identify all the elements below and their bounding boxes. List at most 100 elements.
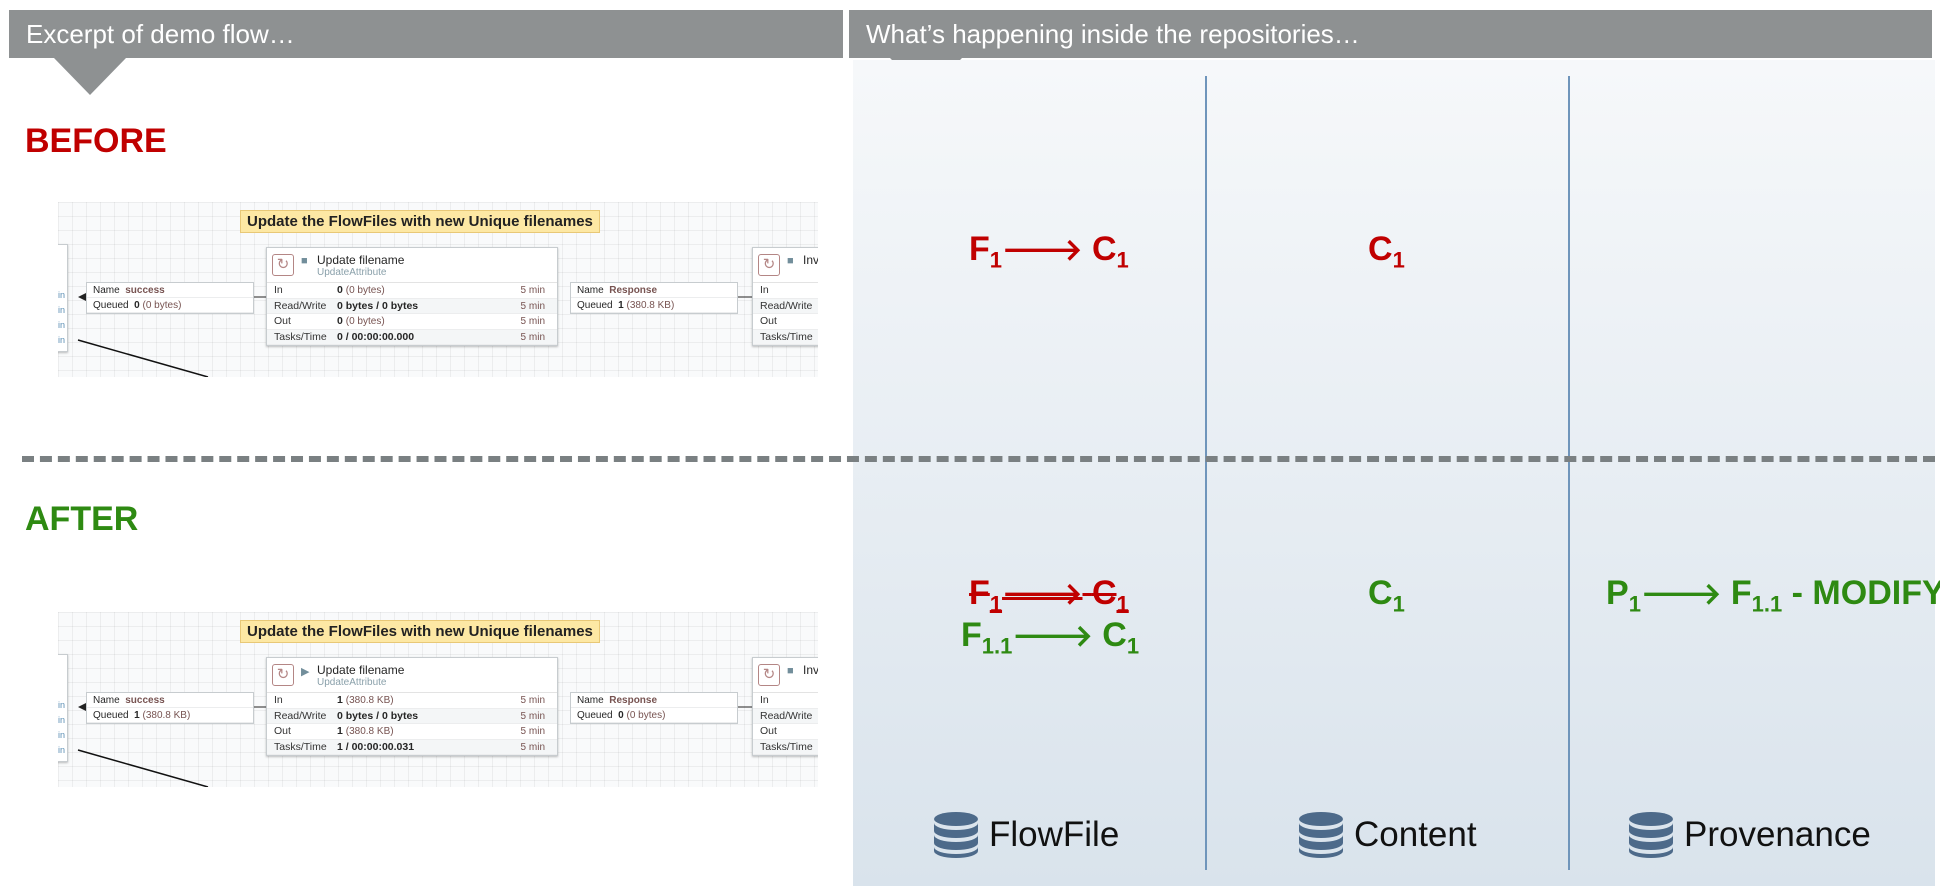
processor-icon: ↻ bbox=[272, 254, 294, 276]
connection-name-key: Name bbox=[93, 695, 120, 706]
stat-row: Out bbox=[753, 724, 818, 740]
in-label: in bbox=[58, 745, 66, 755]
left-header: Excerpt of demo flow… bbox=[9, 10, 843, 58]
before-after-divider bbox=[22, 456, 1935, 462]
connection-name-key: Name bbox=[577, 285, 604, 296]
response-connection[interactable]: Name Response Queued 1 (380.8 KB) bbox=[570, 282, 738, 314]
left-header-pointer bbox=[54, 58, 126, 95]
in-label: in bbox=[58, 320, 66, 330]
processor-type: UpdateAttribute bbox=[317, 677, 387, 688]
connection-name: success bbox=[125, 695, 165, 706]
after-title: AFTER bbox=[25, 500, 139, 538]
success-connection[interactable]: Name success Queued 0 (0 bytes) bbox=[86, 282, 254, 314]
stat-row: Tasks/Time bbox=[753, 739, 818, 755]
running-icon: ▶ bbox=[301, 666, 310, 678]
after-flow-canvas: Update the FlowFiles with new Unique fil… bbox=[58, 612, 818, 787]
connection-name-row: Name Response bbox=[571, 693, 737, 708]
processor-header: ↻ ▶ Update filename UpdateAttribute bbox=[267, 658, 557, 693]
stopped-icon: ■ bbox=[787, 665, 794, 677]
processor-icon: ↻ bbox=[758, 254, 780, 276]
stat-row: Read/Write bbox=[753, 708, 818, 724]
connection-queued-size: (0 bytes) bbox=[142, 300, 182, 311]
before-flowfile-record: F1🡒 C1 bbox=[969, 230, 1129, 273]
after-new-flowfile-record: F1.1🡒 C1 bbox=[961, 616, 1140, 659]
content-repository: Content bbox=[1298, 810, 1477, 860]
connection-queued-size: (380.8 KB) bbox=[626, 300, 675, 311]
in-label: in bbox=[58, 730, 66, 740]
processor-name: Inv bbox=[803, 663, 818, 677]
provenance-repository: Provenance bbox=[1628, 810, 1871, 860]
in-label: in bbox=[58, 305, 66, 315]
response-connection[interactable]: Name Response Queued 0 (0 bytes) bbox=[570, 692, 738, 724]
column-divider-1 bbox=[1205, 76, 1207, 870]
stat-row: Tasks/Time bbox=[753, 329, 818, 345]
processor-name: Update filename bbox=[317, 253, 405, 267]
connection-queued-size: (380.8 KB) bbox=[142, 710, 191, 721]
after-provenance-event: P1🡒 F1.1 - MODIFY bbox=[1606, 574, 1940, 617]
database-icon bbox=[934, 812, 978, 858]
connection-queued-size: (0 bytes) bbox=[626, 710, 666, 721]
connection-name-key: Name bbox=[577, 695, 604, 706]
connection-name-row: Name success bbox=[87, 693, 253, 708]
after-old-flowfile-record: F1🡒 C1 bbox=[969, 574, 1129, 617]
connection-name: Response bbox=[609, 695, 658, 706]
connection-name: success bbox=[125, 285, 165, 296]
processor-name: Inv bbox=[803, 253, 818, 267]
stopped-icon: ■ bbox=[301, 255, 308, 267]
connection-queued: 0 bbox=[618, 710, 624, 721]
processor-header: ↻ ■ Inv bbox=[753, 658, 818, 693]
before-content-claim: C1 bbox=[1368, 230, 1405, 273]
in-label: in bbox=[58, 715, 66, 725]
column-divider-2 bbox=[1568, 76, 1570, 870]
connection-queued-key: Queued bbox=[93, 300, 129, 311]
in-label: in bbox=[58, 335, 66, 345]
connection-name: Response bbox=[609, 285, 658, 296]
processor-name: Update filename bbox=[317, 663, 405, 677]
in-label: in bbox=[58, 700, 66, 710]
invoke-processor-stub[interactable]: ↻ ■ Inv In Read/Write Out Tasks/Time bbox=[752, 247, 818, 346]
processor-type: UpdateAttribute bbox=[317, 267, 387, 278]
connection-name-row: Name Response bbox=[571, 283, 737, 298]
repository-label: Content bbox=[1354, 815, 1477, 854]
connection-queued-key: Queued bbox=[577, 710, 613, 721]
connection-queued-row: Queued 0 (0 bytes) bbox=[87, 298, 253, 313]
in-label: in bbox=[58, 290, 66, 300]
flow-label: Update the FlowFiles with new Unique fil… bbox=[240, 210, 600, 233]
stat-row: In bbox=[753, 693, 818, 709]
database-icon bbox=[1299, 812, 1343, 858]
database-icon bbox=[1629, 812, 1673, 858]
left-processor-stub bbox=[58, 244, 68, 352]
stat-row: In bbox=[753, 283, 818, 299]
invoke-processor-stub[interactable]: ↻ ■ Inv In Read/Write Out Tasks/Time bbox=[752, 657, 818, 756]
connection-queued: 1 bbox=[134, 710, 140, 721]
before-flow-canvas: Update the FlowFiles with new Unique fil… bbox=[58, 202, 818, 377]
connection-name-key: Name bbox=[93, 285, 120, 296]
stopped-icon: ■ bbox=[787, 255, 794, 267]
flowfile-repository: FlowFile bbox=[933, 810, 1119, 860]
connection-queued-row: Queued 1 (380.8 KB) bbox=[87, 708, 253, 723]
repository-panel bbox=[853, 60, 1935, 886]
processor-header: ↻ ■ Update filename UpdateAttribute bbox=[267, 248, 557, 283]
processor-header: ↻ ■ Inv bbox=[753, 248, 818, 283]
left-processor-stub bbox=[58, 654, 68, 762]
connection-queued: 0 bbox=[134, 300, 140, 311]
flow-label: Update the FlowFiles with new Unique fil… bbox=[240, 620, 600, 643]
connection-queued-key: Queued bbox=[577, 300, 613, 311]
right-header: What’s happening inside the repositories… bbox=[849, 10, 1932, 58]
stat-row: Out bbox=[753, 314, 818, 330]
before-title: BEFORE bbox=[25, 122, 167, 160]
connection-queued: 1 bbox=[618, 300, 624, 311]
repository-label: FlowFile bbox=[989, 815, 1120, 854]
success-connection[interactable]: Name success Queued 1 (380.8 KB) bbox=[86, 692, 254, 724]
connection-queued-key: Queued bbox=[93, 710, 129, 721]
